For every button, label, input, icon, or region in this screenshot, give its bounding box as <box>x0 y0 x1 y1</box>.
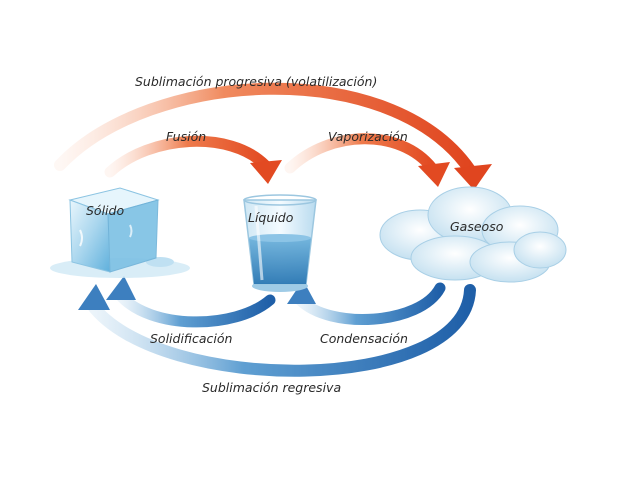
state-gas-label: Gaseoso <box>450 219 504 234</box>
sublimation-progressive-arrowhead <box>454 164 492 190</box>
condensation-arrow <box>294 282 446 326</box>
sublimation-regressive-arrowhead <box>78 284 110 310</box>
fusion-arrowhead <box>250 160 282 184</box>
sublimation-regressive-arrow <box>86 284 476 377</box>
sublimation-progressive-arrow <box>54 82 476 176</box>
solidification-label: Solidificación <box>150 331 233 346</box>
vaporization-arrow <box>284 133 438 174</box>
vaporization-arrowhead <box>418 162 450 187</box>
sublimation-regressive-label: Sublimación regresiva <box>202 380 341 395</box>
solidification-arrowhead <box>106 276 136 300</box>
water-glass <box>243 194 317 292</box>
ice-cube <box>50 187 190 278</box>
condensation-label: Condensación <box>320 331 408 346</box>
solidification-arrow <box>114 289 276 328</box>
condensation-arrowhead <box>287 280 316 304</box>
fusion-arrow <box>104 135 271 178</box>
state-liquid-label: Líquido <box>248 210 294 225</box>
state-solid-label: Sólido <box>86 203 124 218</box>
cloud <box>379 186 567 283</box>
fusion-label: Fusión <box>166 129 206 144</box>
vaporization-label: Vaporización <box>328 129 408 144</box>
sublimation-progressive-label: Sublimación progresiva (volatilización) <box>135 74 377 89</box>
